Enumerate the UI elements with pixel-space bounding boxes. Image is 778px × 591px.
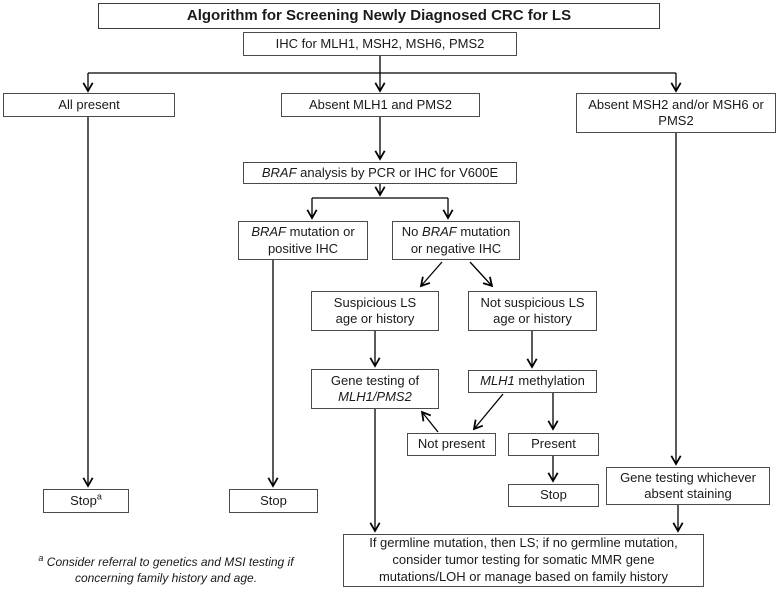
node-suspicious-ls: Suspicious LS age or history [311, 291, 439, 331]
node-gene-testing-mlh1-pms2: Gene testing of MLH1/PMS2 [311, 369, 439, 409]
node-all-present: All present [3, 93, 175, 117]
node-stop-right: Stop [508, 484, 599, 507]
node-germline-result: If germline mutation, then LS; if no ger… [343, 534, 704, 587]
edge-notpresent-genetesting [420, 410, 439, 433]
node-stop-a: Stopa [43, 489, 129, 513]
node-not-present: Not present [407, 433, 496, 456]
footnote: a Consider referral to genetics and MSI … [38, 553, 294, 585]
node-present: Present [508, 433, 599, 456]
edge-nobraf-notsuspicious [469, 261, 494, 288]
edge-methylation-notpresent [472, 393, 504, 431]
edge-nobraf-suspicious [419, 261, 443, 288]
page-title: Algorithm for Screening Newly Diagnosed … [98, 3, 660, 29]
node-absent-msh2-msh6-pms2: Absent MSH2 and/or MSH6 or PMS2 [576, 93, 776, 133]
node-mlh1-methylation: MLH1 methylation [468, 370, 597, 393]
node-absent-mlh1-pms2: Absent MLH1 and PMS2 [281, 93, 480, 117]
node-braf-analysis: BRAF analysis by PCR or IHC for V600E [243, 162, 517, 184]
node-gene-testing-absent-staining: Gene testing whichever absent staining [606, 467, 770, 505]
node-ihc-test: IHC for MLH1, MSH2, MSH6, PMS2 [243, 32, 517, 56]
node-braf-mutation-positive: BRAF mutation or positive IHC [238, 221, 368, 260]
node-not-suspicious-ls: Not suspicious LS age or history [468, 291, 597, 331]
node-stop-mid: Stop [229, 489, 318, 513]
node-no-braf-mutation: No BRAF mutation or negative IHC [392, 221, 520, 260]
